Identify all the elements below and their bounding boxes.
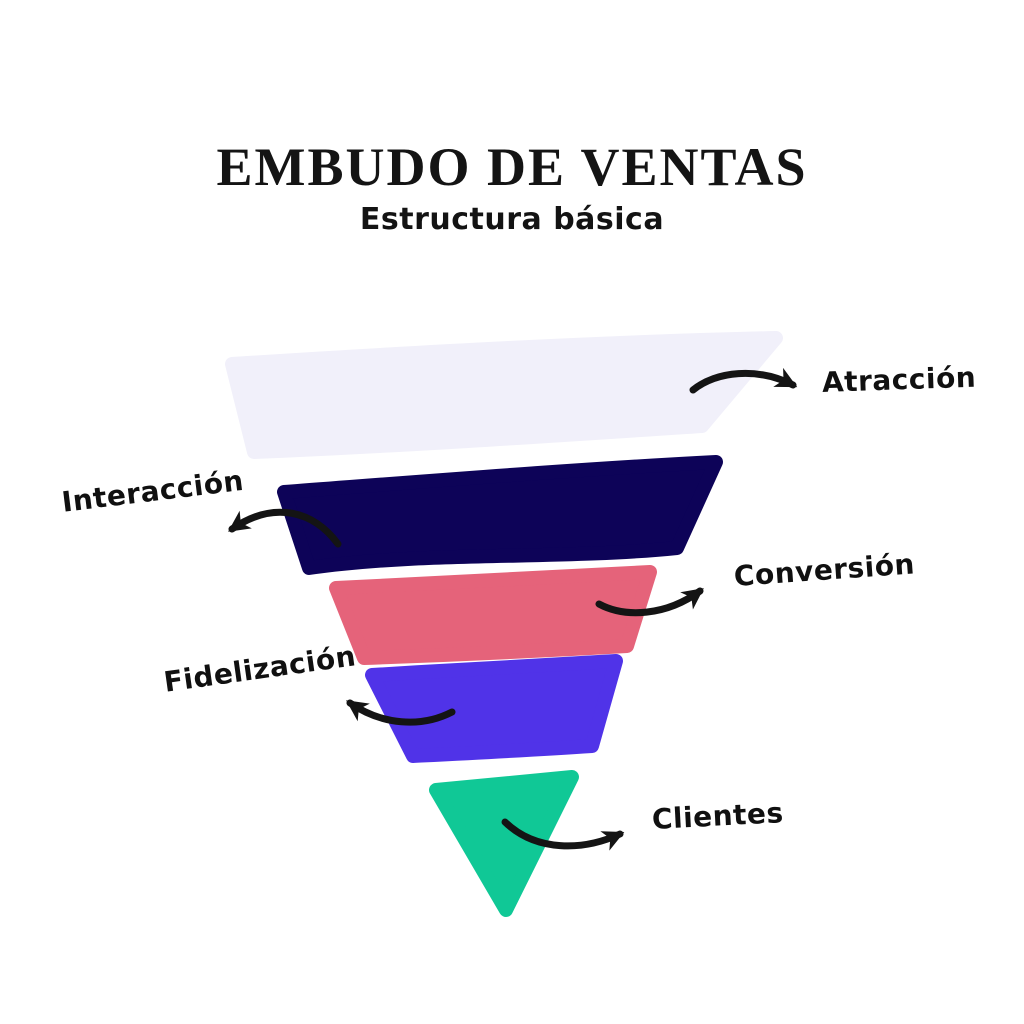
page-subtitle: Estructura básica xyxy=(359,202,665,237)
arrow-conversion-icon xyxy=(595,587,704,617)
funnel-level-atraccion-outline xyxy=(225,331,783,459)
funnel-level-clientes xyxy=(436,777,572,910)
arrow-atraccion-icon xyxy=(689,367,798,394)
funnel-level-conversion xyxy=(336,572,650,658)
arrow-fidelizacion-icon xyxy=(346,699,456,726)
arrow-clientes-icon xyxy=(501,818,625,851)
funnel-level-interaccion-outline xyxy=(277,455,723,575)
funnel-level-conversion-outline xyxy=(329,565,657,665)
arrow-interaccion-icon xyxy=(228,508,342,548)
label-clientes: Clientes xyxy=(651,796,785,836)
page-title: EMBUDO DE VENTAS xyxy=(216,137,808,197)
funnel-level-fidelizacion xyxy=(372,661,616,756)
label-atraccion: Atracción xyxy=(821,360,977,399)
funnel-level-fidelizacion-outline xyxy=(365,654,623,763)
